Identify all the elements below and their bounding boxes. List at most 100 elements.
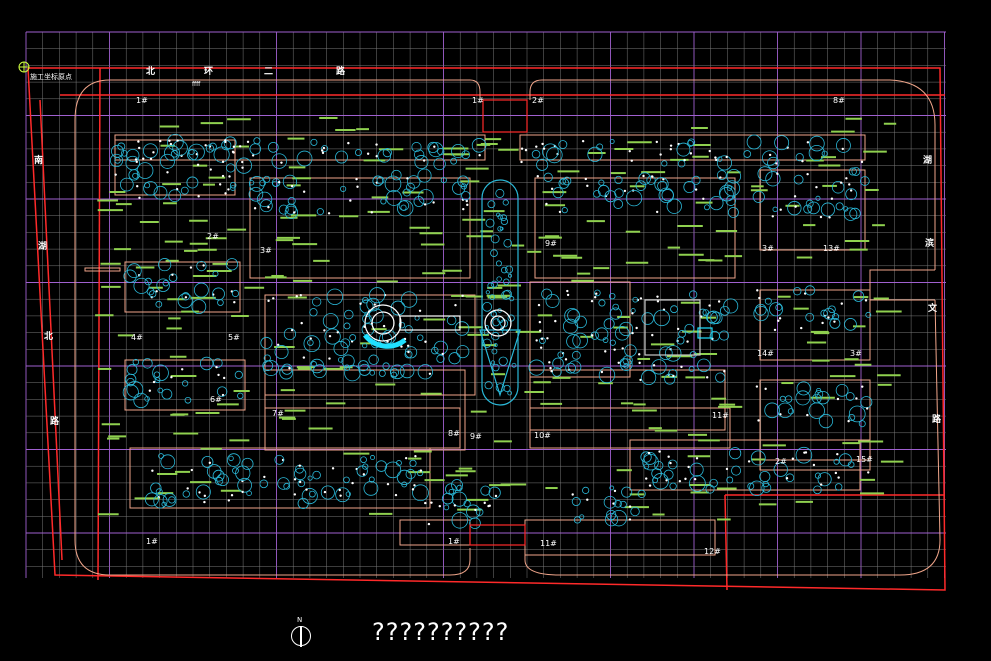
tree-symbol	[702, 309, 710, 316]
plant-dot	[658, 450, 661, 453]
tree-symbol	[216, 473, 229, 487]
tree-symbol	[764, 402, 780, 419]
tree-symbol	[503, 238, 512, 248]
tree-symbol	[143, 181, 158, 196]
plant-dot	[541, 142, 544, 146]
plant-dot	[189, 266, 193, 269]
tree-symbol	[303, 335, 321, 353]
tree-symbol	[231, 289, 240, 298]
tree-symbol	[546, 146, 563, 164]
plant-dot	[328, 357, 331, 360]
tree-symbol	[133, 277, 150, 294]
plant-dot	[540, 337, 544, 340]
plant-dot	[228, 175, 231, 178]
tree-symbol	[193, 282, 209, 298]
plant-dot	[359, 302, 362, 305]
tree-symbol	[689, 475, 706, 492]
tree-symbol	[417, 168, 432, 183]
tree-symbol	[501, 266, 508, 274]
drawing-title: ??????????	[372, 618, 510, 646]
tree-symbol	[593, 190, 601, 198]
plant-dot	[424, 340, 427, 343]
tree-symbol	[579, 514, 585, 520]
tree-symbol	[461, 150, 471, 160]
tree-symbol	[216, 386, 228, 397]
tree-symbol	[184, 396, 192, 404]
tree-symbol	[162, 493, 177, 507]
tree-symbol	[213, 358, 223, 368]
plant-dot	[793, 195, 797, 198]
tree-symbol	[378, 369, 386, 377]
plant-dot	[227, 499, 231, 502]
building-footprint	[529, 281, 631, 378]
plant-dot	[841, 147, 844, 151]
plant-dot	[184, 296, 188, 299]
plant-dot	[293, 478, 297, 481]
tree-symbol	[338, 357, 344, 363]
plant-dot	[756, 289, 759, 292]
tree-symbol	[155, 300, 163, 308]
tree-symbol	[596, 143, 604, 151]
tree-symbol	[157, 387, 164, 394]
plant-dot	[169, 142, 173, 146]
tree-symbol	[845, 188, 858, 201]
tree-symbol	[809, 135, 825, 152]
plant-dot	[302, 190, 306, 193]
tree-symbol	[784, 395, 793, 403]
tree-symbol	[279, 365, 294, 380]
tree-symbol	[764, 297, 772, 305]
tree-symbol	[417, 364, 433, 380]
plant-dot	[290, 184, 294, 188]
tree-symbol	[664, 373, 676, 385]
plant-dot	[424, 501, 427, 505]
road-label-west-1: 南	[34, 156, 44, 166]
tree-symbol	[461, 191, 471, 201]
plant-dot	[538, 320, 542, 324]
plant-dot	[198, 491, 201, 494]
plant-dot	[137, 140, 140, 143]
tree-symbol	[848, 405, 866, 423]
tree-symbol	[848, 413, 856, 421]
tree-symbol	[246, 490, 252, 496]
tree-symbol	[311, 361, 317, 367]
plant-dot	[413, 484, 416, 487]
plant-dot	[689, 152, 693, 155]
tree-symbol	[552, 357, 564, 370]
building-footprint	[264, 407, 461, 449]
tree-symbol	[858, 420, 866, 428]
tree-symbol	[146, 287, 155, 296]
tree-symbol	[637, 489, 646, 498]
road-label-west-4: 路	[50, 417, 60, 427]
building-number-label: 9#	[470, 432, 482, 441]
tree-symbol	[746, 134, 762, 150]
plant-dot	[298, 480, 302, 484]
building-number-label: 11#	[712, 411, 729, 420]
plant-dot	[695, 457, 699, 460]
tree-symbol	[451, 491, 467, 507]
tree-symbol	[777, 402, 793, 419]
tree-symbol	[641, 312, 654, 325]
tree-symbol	[844, 318, 857, 331]
tree-symbol	[598, 299, 606, 307]
plant-dot	[441, 352, 444, 356]
plant-dot	[755, 385, 759, 388]
plant-dot	[535, 339, 538, 342]
tree-symbol	[485, 218, 495, 228]
tree-symbol	[661, 189, 674, 202]
tree-symbol	[652, 477, 659, 484]
building-number-label: 13#	[823, 244, 840, 253]
tree-symbol	[142, 143, 158, 159]
tree-symbol	[497, 214, 503, 220]
tree-symbol	[343, 476, 350, 484]
tree-symbol	[845, 392, 855, 401]
tree-symbol	[495, 188, 505, 198]
tree-symbol	[158, 258, 172, 272]
tree-symbol	[765, 171, 781, 187]
plant-dot	[656, 300, 660, 303]
building-number-label: 1#	[146, 537, 158, 546]
tree-symbol	[384, 175, 402, 193]
tree-symbol	[212, 469, 225, 482]
plant-dot	[539, 329, 542, 332]
site-road-outline	[74, 79, 941, 576]
plant-dot	[676, 327, 680, 331]
